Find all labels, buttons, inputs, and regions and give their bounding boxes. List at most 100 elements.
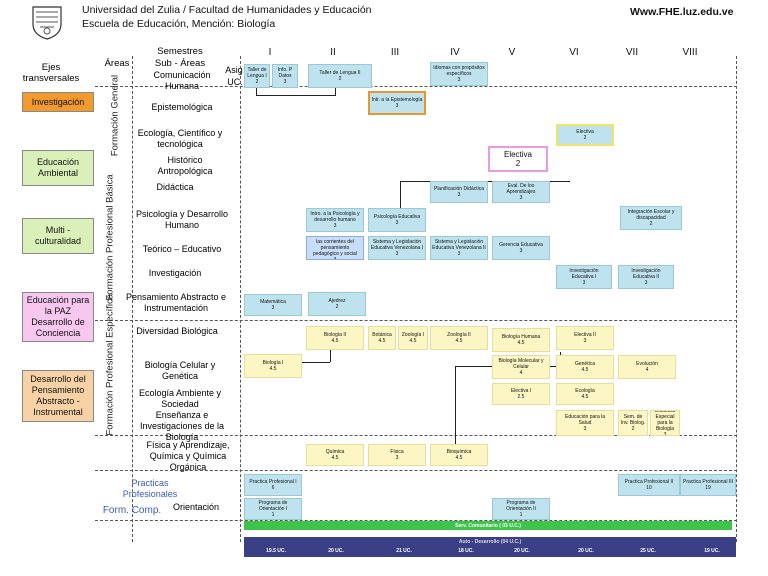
header-university: Universidad del Zulia / Facultad de Huma…: [82, 4, 372, 16]
eje-multiculturalidad: Multi -culturalidad: [22, 218, 94, 254]
subarea-fisica-quimica: Física y Aprendizaje, Química y Química …: [146, 440, 230, 472]
area-formacion-general: Formación General: [109, 74, 121, 157]
course-box[interactable]: Sistema y Legislación Educativa Venezola…: [430, 236, 488, 260]
eje-pensamiento-abstracto: Desarrollo del Pensamiento Abstracto - I…: [22, 370, 94, 422]
semester-VI: VI: [569, 47, 579, 58]
areas-header: Áreas: [104, 58, 130, 69]
semestres-header: Semestres: [157, 46, 203, 57]
subarea-ensenanza: Enseñanza e Investigaciones de la Biolog…: [139, 410, 225, 442]
row-divider: [95, 320, 737, 321]
area-formacion-basica: Formación Profesional Básica: [104, 174, 116, 301]
semester-V: V: [508, 47, 516, 58]
total-VIII: 19 UC.: [704, 548, 720, 554]
asig-label: Asig: [225, 65, 243, 75]
eje-educacion-paz: Educación para la PAZ Desarrollo de Conc…: [22, 292, 94, 342]
total-VII: 25 UC.: [640, 548, 656, 554]
label-orientacion: Orientación: [172, 502, 220, 512]
course-box[interactable]: Sem. de Inv. Biolog.2: [618, 410, 648, 436]
subarea-ecologia: Ecología, Científico y tecnológica: [137, 128, 223, 149]
semester-VIII: VIII: [682, 47, 698, 58]
connector-line: [256, 87, 257, 95]
subarea-ecologia-ambiente: Ecología Ambiente y Sociedad: [138, 388, 222, 409]
subarea-diversidad: Diversidad Biológica: [136, 326, 218, 336]
uc-label: UC.: [227, 77, 243, 87]
subarea-epistemologica: Epistemológica: [151, 102, 213, 112]
row-divider: [95, 435, 737, 436]
course-box[interactable]: Intro. a la Psicología y desarrollo huma…: [306, 208, 364, 232]
totals-bar: [244, 547, 736, 557]
subarea-teorico: Teórico – Educativo: [142, 244, 222, 254]
column-divider: [736, 56, 737, 542]
auto-desarrollo-bar: Auto - Desarrollo (04 U.C.): [244, 537, 736, 547]
connector-line: [455, 366, 456, 444]
total-V: 20 UC.: [514, 548, 530, 554]
total-II: 20 UC.: [328, 548, 344, 554]
connector-line: [256, 95, 336, 96]
semester-VII: VII: [625, 47, 639, 58]
column-divider: [132, 56, 133, 542]
total-VI: 20 UC.: [578, 548, 594, 554]
connector-line: [280, 362, 330, 363]
total-IV: 18 UC.: [458, 548, 474, 554]
subarea-investigacion: Investigación: [148, 268, 202, 278]
connector-line: [400, 181, 401, 208]
header-website[interactable]: Www.FHE.luz.edu.ve: [630, 6, 734, 18]
label-form-comp: Form. Comp.: [102, 505, 162, 516]
row-divider: [95, 86, 737, 87]
subarea-pensamiento: Pensamiento Abstracto e Instrumentación: [125, 292, 227, 313]
subarea-biologia-celular: Biología Celular y Genética: [144, 360, 216, 381]
header-school: Escuela de Educación, Mención: Biología: [82, 18, 276, 30]
semester-II: II: [330, 47, 336, 58]
course-box[interactable]: Evolución histórica de las corrientes de…: [306, 236, 364, 260]
connector-line: [335, 87, 336, 95]
university-crest-icon: [32, 6, 62, 40]
subarea-comunicacion: Comunicación Humana: [153, 70, 211, 91]
course-box[interactable]: Sistema y Legislación Educativa Venezola…: [368, 236, 426, 260]
column-divider: [240, 56, 241, 542]
eje-investigacion: Investigación: [22, 92, 94, 112]
semester-I: I: [268, 47, 272, 58]
semester-IV: IV: [450, 47, 460, 58]
label-practicas: Practicas Profesionales: [122, 478, 178, 499]
sub-areas-header: Sub - Áreas: [154, 58, 206, 69]
row-divider: [95, 520, 737, 521]
